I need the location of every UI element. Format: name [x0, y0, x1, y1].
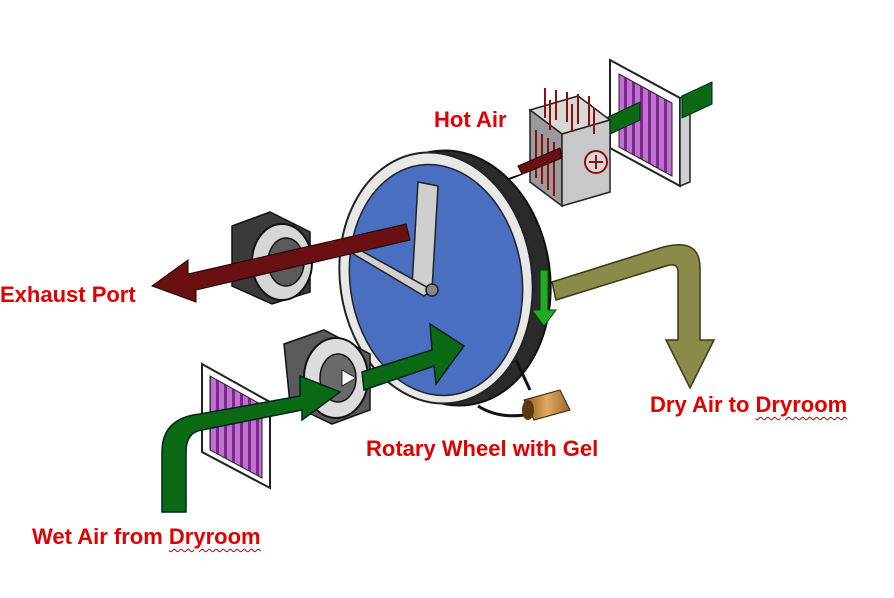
wet-air-label: Wet Air from Dryroom: [32, 524, 261, 550]
dry-air-prefix: Dry Air to: [650, 392, 756, 417]
exhaust-arrow: [150, 223, 411, 303]
rotary-wheel-text: Rotary Wheel with Gel: [366, 436, 599, 461]
inlet-filter-bottom: [201, 362, 271, 490]
wet-air-prefix: Wet Air from: [32, 524, 169, 549]
rotary-wheel-label: Rotary Wheel with Gel: [366, 436, 598, 462]
exhaust-port-label: Exhaust Port: [0, 282, 136, 308]
exhaust-port-text: Exhaust Port: [0, 282, 136, 307]
hot-air-label: Hot Air: [434, 107, 507, 133]
wet-air-arrow: [161, 322, 466, 513]
hot-air-text: Hot Air: [434, 107, 507, 132]
wet-air-word: Dryroom: [168, 524, 261, 549]
fan-direction-icon: [341, 369, 358, 387]
dry-air-word: Dryroom: [755, 392, 848, 417]
rotary-wheel: [338, 149, 557, 407]
dry-air-label: Dry Air to Dryroom: [650, 392, 847, 418]
drive-motor: [477, 359, 571, 421]
heater-unit: [528, 88, 612, 208]
dry-air-arrow: [551, 244, 716, 390]
